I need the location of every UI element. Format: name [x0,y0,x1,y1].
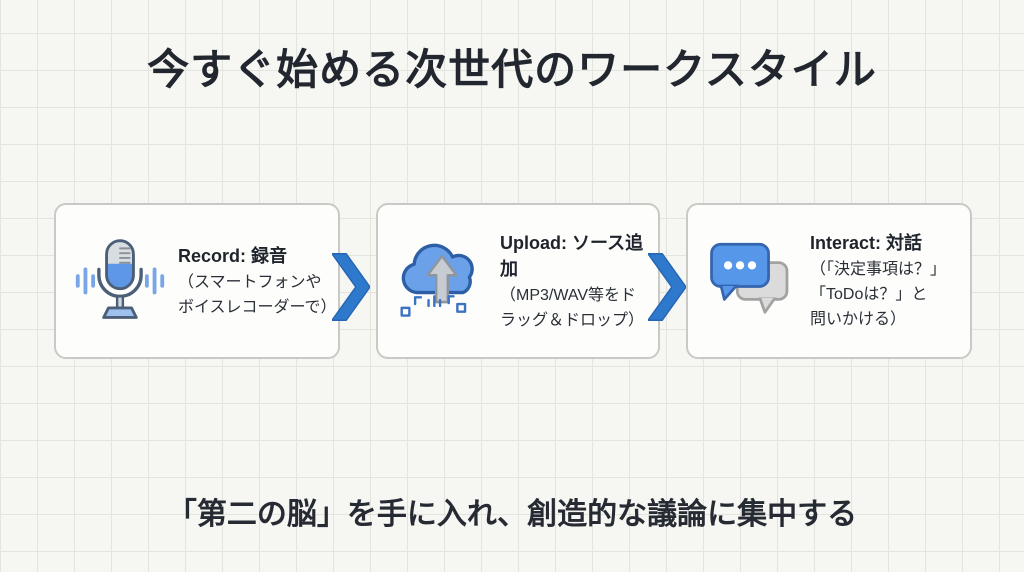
step-desc-line: 「ToDoは？」と [810,286,928,304]
step-card-upload: Upload: ソース追加 （MP3/WAV等をド ラッグ＆ドロップ） [376,203,660,359]
step-heading-interact: Interact: 対話 [810,233,923,254]
step-heading-upload: Upload: ソース追加 [500,232,644,279]
microphone-icon [70,233,170,329]
slide-footer: 「第二の脳」を手に入れ、創造的な議論に集中する [166,498,858,531]
step-desc-line: ラッグ＆ドロップ） [500,311,645,329]
step-desc-line: ボイスレコーダーで） [178,298,337,316]
step-desc-line: 問いかける） [810,310,907,328]
step-desc-line: （スマートフォンや [178,273,322,291]
step-heading-record: Record: 録音 [178,245,288,266]
step-desc-line: （MP3/WAV等をド [500,286,637,304]
arrow-right-icon [648,253,686,321]
cloud-upload-icon [392,233,492,329]
step-card-record: Record: 録音 （スマートフォンや ボイスレコーダーで） [54,203,340,359]
step-desc-line: （「決定事項は？」 [810,261,947,279]
arrow-right-icon [332,253,370,321]
slide-title: 今すぐ始める次世代のワークスタイル [147,46,877,93]
step-card-interact: Interact: 対話 （「決定事項は？」 「ToDoは？」と 問いかける） [686,203,972,359]
chat-bubbles-icon [702,237,802,325]
